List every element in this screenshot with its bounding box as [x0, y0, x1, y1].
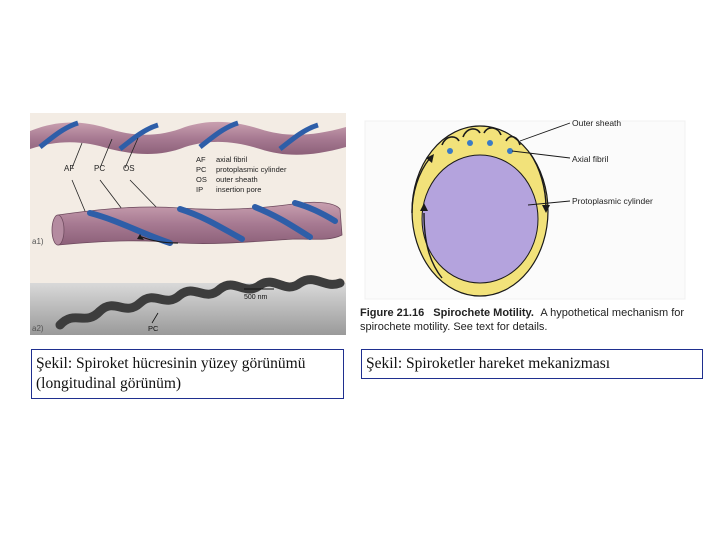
caption-right: Şekil: Spiroketler hareket mekanizması	[361, 349, 703, 379]
fibril-rotation-arrow	[505, 135, 521, 146]
label-os: OS	[123, 164, 135, 173]
figure-title: Spirochete Motility.	[433, 307, 534, 319]
figure-number: Figure 21.16	[360, 307, 424, 319]
spirochete-motility-illustration: Outer sheath Axial fibril Protoplasmic c…	[360, 118, 686, 333]
protoplasmic-cylinder	[57, 201, 343, 246]
cylinder-end	[51, 214, 65, 246]
figure-caption-line2: spirochete motility. See text for detail…	[360, 321, 548, 333]
protoplasmic-cylinder	[421, 154, 539, 284]
legend-text: insertion pore	[216, 185, 261, 194]
label-pc: PC	[94, 164, 105, 173]
legend-abbr: AF	[196, 155, 206, 164]
fibril-rotation-arrow	[483, 127, 502, 136]
top-cell-body	[30, 121, 346, 155]
svg-text:Figure 21.16 Spirochete: Figure 21.16 Spirochete Motility. A hypo…	[360, 307, 684, 319]
spirochete-motility-figure: Outer sheath Axial fibril Protoplasmic c…	[360, 113, 695, 335]
label-outer-sheath: Outer sheath	[572, 118, 621, 128]
fibril-rotation-arrow	[462, 128, 481, 138]
spirochete-surface-illustration: AF PC OS AF axial fibril PC protoplasmic…	[30, 120, 346, 335]
legend-text: axial fibril	[216, 155, 248, 164]
em-spirochete	[55, 275, 345, 330]
legend-text: protoplasmic cylinder	[216, 165, 287, 174]
axial-fibril-dot	[487, 140, 493, 146]
axial-fibril-dot	[467, 140, 473, 146]
panel-label-b: a2)	[32, 324, 44, 333]
legend-abbr: IP	[196, 185, 203, 194]
axial-fibril-dot	[507, 148, 513, 154]
legend-text: outer sheath	[216, 175, 258, 184]
caption-left: Şekil: Spiroket hücresinin yüzey görünüm…	[31, 349, 344, 399]
sheath-rotation-arrow	[411, 157, 431, 214]
legend-abbr: PC	[196, 165, 207, 174]
label-pc-lower: PC	[148, 324, 159, 333]
axial-fibril-dot	[447, 148, 453, 154]
cylinder-rotation-arrow	[423, 212, 443, 279]
label-axial-fibril: Axial fibril	[572, 154, 608, 164]
panel-label-a: a1)	[32, 237, 44, 246]
axial-fibril-band	[87, 200, 338, 246]
abbreviation-legend: AF axial fibril PC protoplasmic cylinder…	[196, 155, 287, 194]
legend-abbr: OS	[196, 175, 207, 184]
fibril-rotation-arrow	[441, 136, 460, 146]
rotation-arrow-head	[137, 234, 144, 240]
label-protoplasmic-cylinder: Protoplasmic cylinder	[572, 196, 653, 206]
spirochete-surface-figure: AF PC OS AF axial fibril PC protoplasmic…	[30, 113, 346, 335]
scale-bar-label: 500 nm	[244, 294, 268, 301]
rotation-arrow	[141, 236, 179, 244]
figure-caption-line1: A hypothetical mechanism for	[540, 307, 684, 319]
top-cell-fibril	[38, 120, 319, 151]
label-af: AF	[64, 164, 74, 173]
